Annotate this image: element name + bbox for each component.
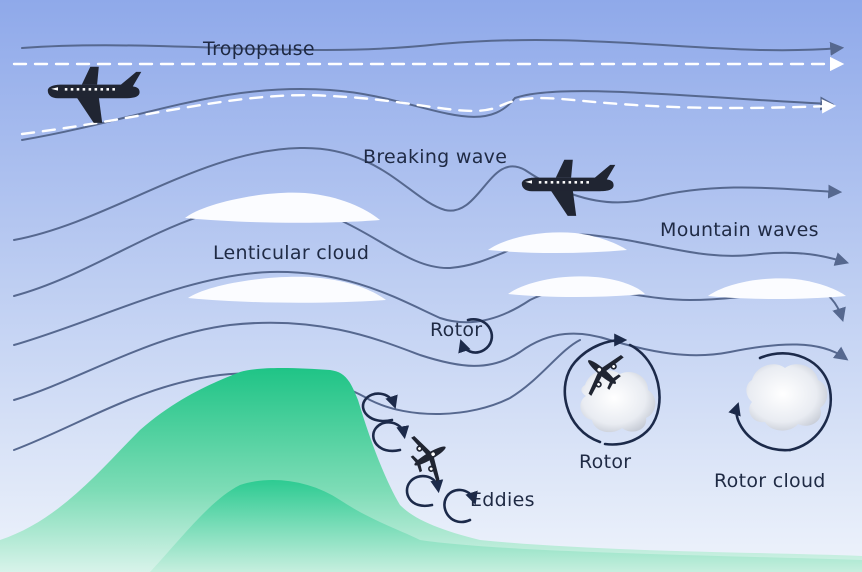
breaking-wave-label: Breaking wave (363, 146, 508, 168)
breaking-wave-line (20, 93, 837, 136)
foreground-hill (150, 480, 862, 572)
rotor-cloud (746, 364, 828, 431)
tropopause-label: Tropopause (203, 38, 315, 60)
small-rotor-arrow-icon (458, 318, 494, 354)
rotor-label: Rotor (579, 451, 632, 473)
small-rotor-label: Rotor (430, 319, 483, 341)
rotor-cloud-label: Rotor cloud (714, 470, 826, 492)
eddies-label: Eddies (470, 489, 535, 511)
mountain-waves-label: Mountain waves (660, 219, 819, 241)
lenticular-cloud-label: Lenticular cloud (213, 242, 370, 264)
rotor-arrow-icon (563, 333, 661, 446)
rotor-cloud-arrow-icon (728, 352, 833, 452)
eddy-arrow-icon (361, 392, 478, 524)
lenticular-clouds (185, 192, 846, 303)
